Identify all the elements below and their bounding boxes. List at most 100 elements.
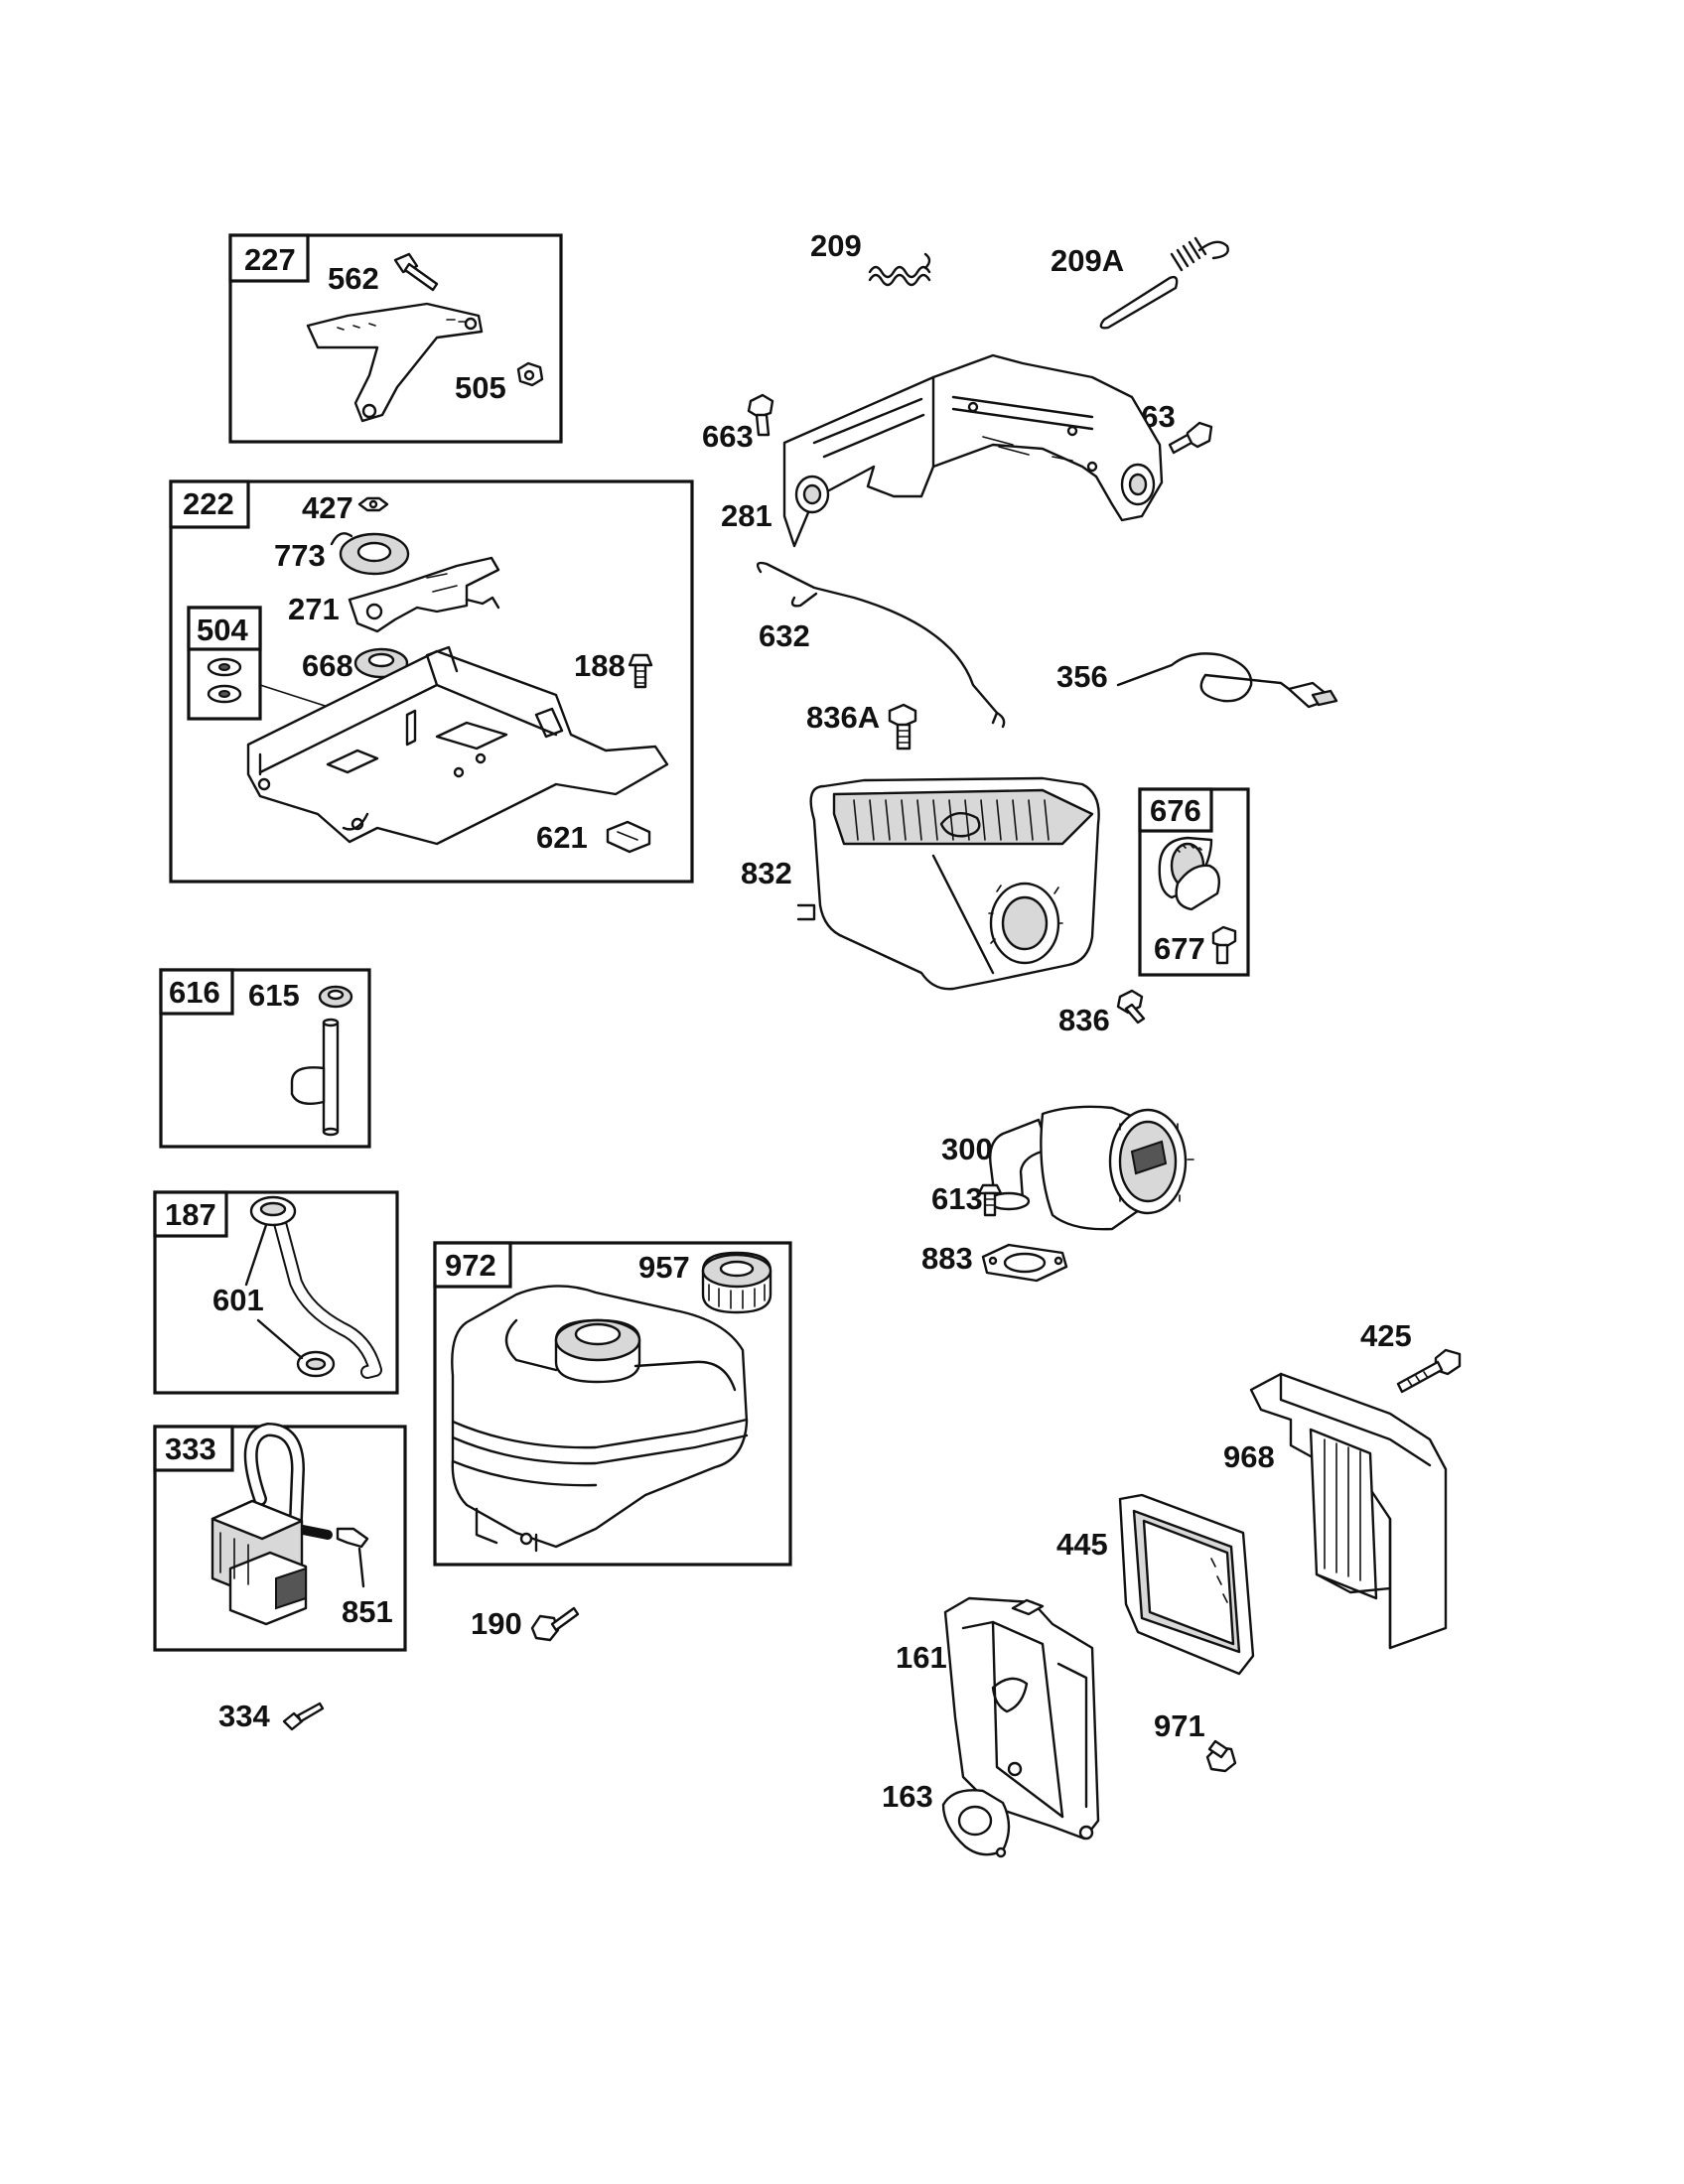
group-616-frame	[159, 968, 371, 1149]
part-773-label: 773	[274, 538, 326, 573]
screw-663-left-icon	[747, 393, 774, 437]
group-227-tab	[228, 233, 310, 283]
part-668-label: 668	[302, 648, 353, 683]
group-616-label: 616	[169, 975, 220, 1010]
group-972-tab	[433, 1241, 512, 1289]
fuel-tank-972-icon	[451, 1285, 749, 1553]
part-188-label: 188	[574, 648, 626, 683]
group-222-tab	[169, 479, 250, 529]
group-227: 227 562 505	[228, 233, 563, 444]
air-filter-445-icon	[1118, 1493, 1255, 1676]
group-333: 333 851	[153, 1423, 407, 1652]
part-663-label-left: 663	[702, 419, 754, 454]
dipstick-tube-616-icon	[290, 1018, 340, 1137]
part-445-label: 445	[1056, 1527, 1108, 1562]
part-190-label: 190	[471, 1606, 522, 1641]
group-616: 616 615	[159, 968, 371, 1149]
muffler-guard-832-icon	[796, 776, 1100, 991]
bushing-668-icon	[353, 647, 409, 679]
screw-425-icon	[1396, 1348, 1462, 1394]
part-505-label: 505	[455, 370, 506, 405]
part-209-label: 209	[810, 228, 862, 263]
part-968-label: 968	[1223, 1439, 1275, 1474]
air-cleaner-base-161-icon	[943, 1596, 1100, 1841]
group-333-tab	[153, 1425, 234, 1472]
screw-836-icon	[1116, 989, 1146, 1024]
part-957-label: 957	[638, 1250, 690, 1285]
group-676-tab	[1138, 787, 1213, 833]
fuel-line-187-icon	[244, 1195, 382, 1379]
group-222-label: 222	[183, 486, 234, 521]
screw-677-icon	[1211, 925, 1237, 965]
nut-427-icon	[357, 496, 389, 512]
screw-334-icon	[282, 1702, 325, 1731]
screw-188-icon	[628, 653, 653, 689]
group-504-tab	[187, 606, 262, 651]
spark-arrester-676-icon	[1158, 836, 1220, 911]
washer-773-icon	[330, 532, 410, 576]
group-187-tab	[153, 1190, 228, 1238]
spring-209-icon	[868, 252, 931, 287]
part-281-label: 281	[721, 498, 772, 533]
group-227-label: 227	[244, 242, 296, 277]
fuel-cap-957-icon	[701, 1251, 772, 1314]
control-bracket-icon	[246, 645, 669, 846]
part-562-label: 562	[328, 261, 379, 296]
clip-621-icon	[606, 820, 651, 854]
part-601-label: 601	[212, 1283, 264, 1317]
part-613-label: 613	[931, 1181, 983, 1216]
part-356-label: 356	[1056, 659, 1108, 694]
group-187: 187 601	[153, 1190, 399, 1395]
part-300-label: 300	[941, 1132, 993, 1166]
part-632-label: 632	[759, 618, 810, 653]
screw-562-icon	[393, 252, 439, 292]
group-676-label: 676	[1150, 793, 1201, 828]
part-209A-label: 209A	[1051, 243, 1124, 278]
screw-971-icon	[1205, 1739, 1237, 1773]
group-227-frame	[228, 233, 563, 444]
exhaust-elbow-300-icon	[987, 1105, 1194, 1231]
group-504-label: 504	[197, 613, 248, 647]
screw-190-icon	[530, 1606, 580, 1642]
part-883-label: 883	[921, 1241, 973, 1276]
part-334-label: 334	[218, 1699, 270, 1733]
ignition-armature-333-icon	[210, 1423, 333, 1626]
group-972-frame	[433, 1241, 792, 1567]
screw-613-icon	[977, 1183, 1003, 1217]
link-rod-632-icon	[756, 561, 1006, 729]
part-425-label: 425	[1360, 1318, 1412, 1353]
spark-plug-wire-boot-icon	[336, 1527, 369, 1588]
group-676: 676 677	[1138, 787, 1250, 977]
gasket-163-icon	[941, 1789, 1011, 1858]
part-677-label: 677	[1154, 931, 1205, 966]
group-187-label: 187	[165, 1197, 216, 1232]
part-621-label: 621	[536, 820, 588, 855]
control-lever-icon	[306, 302, 484, 423]
part-836A-label: 836A	[806, 700, 880, 735]
part-161-label: 161	[896, 1640, 947, 1675]
part-971-label: 971	[1154, 1708, 1205, 1743]
group-972-label: 972	[445, 1248, 496, 1283]
governor-lever-271-icon	[348, 556, 500, 633]
group-972: 972 957	[433, 1241, 792, 1567]
group-222: 222 427 773 271 668 504	[169, 479, 694, 884]
group-222-frame	[169, 479, 694, 884]
part-836-label: 836	[1058, 1003, 1110, 1037]
air-cleaner-cover-968-icon	[1249, 1372, 1448, 1650]
blower-housing-281-icon	[782, 353, 1164, 548]
part-615-label: 615	[248, 978, 300, 1013]
group-333-label: 333	[165, 1432, 216, 1466]
part-851-label: 851	[342, 1594, 393, 1629]
screw-836A-icon	[888, 703, 917, 751]
part-163-label: 163	[882, 1779, 933, 1814]
group-187-frame	[153, 1190, 399, 1395]
seal-615-icon	[318, 985, 353, 1009]
group-616-tab	[159, 968, 234, 1016]
ground-wire-356-icon	[1116, 652, 1338, 709]
part-427-label: 427	[302, 490, 353, 525]
spring-209A-icon	[1099, 236, 1229, 330]
screw-663-right-icon	[1168, 421, 1213, 455]
gasket-883-icon	[981, 1243, 1068, 1283]
part-271-label: 271	[288, 592, 340, 626]
